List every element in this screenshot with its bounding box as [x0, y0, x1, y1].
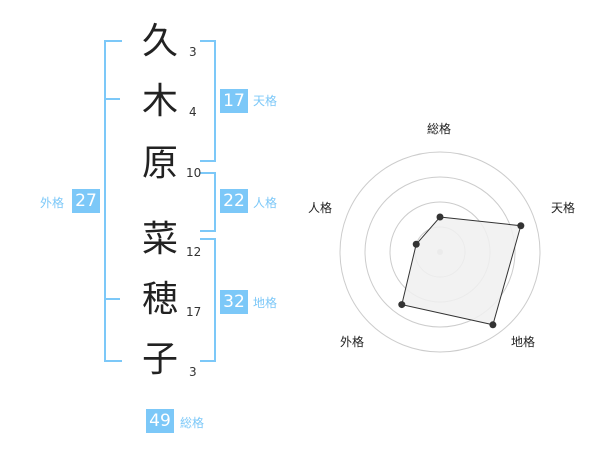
gaikaku-bracket-tick	[104, 98, 120, 100]
gaikaku-bracket-tick	[104, 298, 120, 300]
gaikaku-label: 外格	[40, 196, 65, 210]
radar-point-gaikaku	[398, 301, 406, 309]
name-char-1: 久	[142, 21, 179, 62]
tenkaku-bracket	[200, 40, 216, 162]
tenkaku-label: 天格	[253, 94, 278, 108]
name-char-5-strokes: 17	[186, 305, 202, 319]
radar-polygon	[401, 216, 522, 326]
name-char-6-strokes: 3	[189, 365, 197, 379]
radar-point-jinkaku	[412, 240, 420, 248]
jinkaku-label: 人格	[253, 196, 278, 210]
tenkaku-badge: 17	[220, 89, 248, 113]
gaikaku-badge: 27	[72, 189, 100, 213]
radar-grid-ring	[364, 176, 516, 328]
chikaku-label: 地格	[253, 296, 278, 310]
radar-label-chikaku: 地格	[511, 335, 536, 349]
name-char-3: 原	[142, 143, 179, 184]
radar-point-soukaku	[436, 213, 444, 221]
jinkaku-bracket	[200, 172, 216, 232]
name-char-5: 穂	[142, 279, 179, 320]
jinkaku-badge: 22	[220, 189, 248, 213]
radar-point-chikaku	[489, 321, 497, 329]
chikaku-bracket	[200, 238, 216, 362]
radar-label-gaikaku: 外格	[340, 335, 365, 349]
name-char-4-strokes: 12	[186, 245, 202, 259]
name-char-3-strokes: 10	[186, 166, 202, 180]
soukaku-label: 総格	[180, 416, 205, 430]
radar-point-tenkaku	[517, 222, 525, 230]
soukaku-badge: 49	[146, 409, 174, 433]
radar-grid-ring	[339, 151, 541, 353]
name-char-2: 木	[142, 81, 179, 122]
gaikaku-bracket	[104, 40, 122, 362]
name-char-2-strokes: 4	[189, 105, 197, 119]
chikaku-badge: 32	[220, 290, 248, 314]
radar-label-soukaku: 総格	[427, 122, 452, 136]
radar-label-tenkaku: 天格	[551, 201, 576, 215]
radar-label-jinkaku: 人格	[308, 201, 333, 215]
name-char-6: 子	[142, 339, 179, 380]
name-char-1-strokes: 3	[189, 45, 197, 59]
name-char-4: 菜	[142, 219, 179, 260]
